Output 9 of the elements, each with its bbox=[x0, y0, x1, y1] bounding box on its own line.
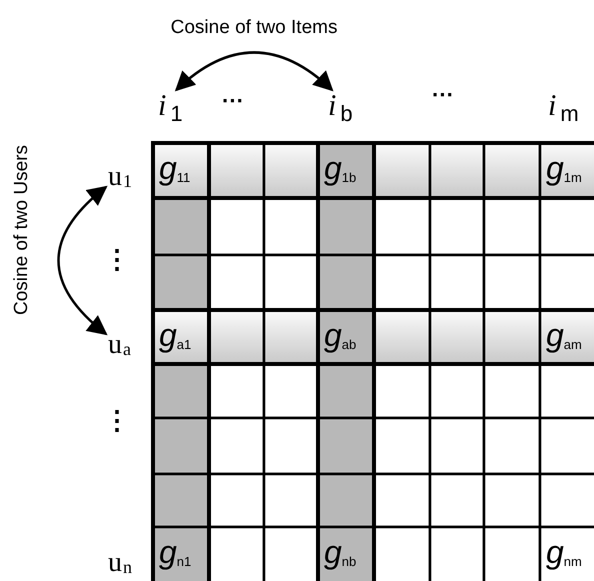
curved-arrow bbox=[174, 51, 334, 92]
ellipsis-mark: ⋮ bbox=[104, 244, 130, 275]
ellipsis-mark: ⋮ bbox=[104, 405, 130, 436]
ellipsis-mark: ··· bbox=[432, 82, 454, 108]
column-header: i$_{1}$ bbox=[158, 90, 183, 130]
ellipsis-mark: ··· bbox=[222, 88, 244, 114]
curved-arrow bbox=[57, 186, 108, 336]
column-header: i$_{b}$ bbox=[328, 90, 353, 130]
column-header: i$_{m}$ bbox=[548, 90, 579, 130]
